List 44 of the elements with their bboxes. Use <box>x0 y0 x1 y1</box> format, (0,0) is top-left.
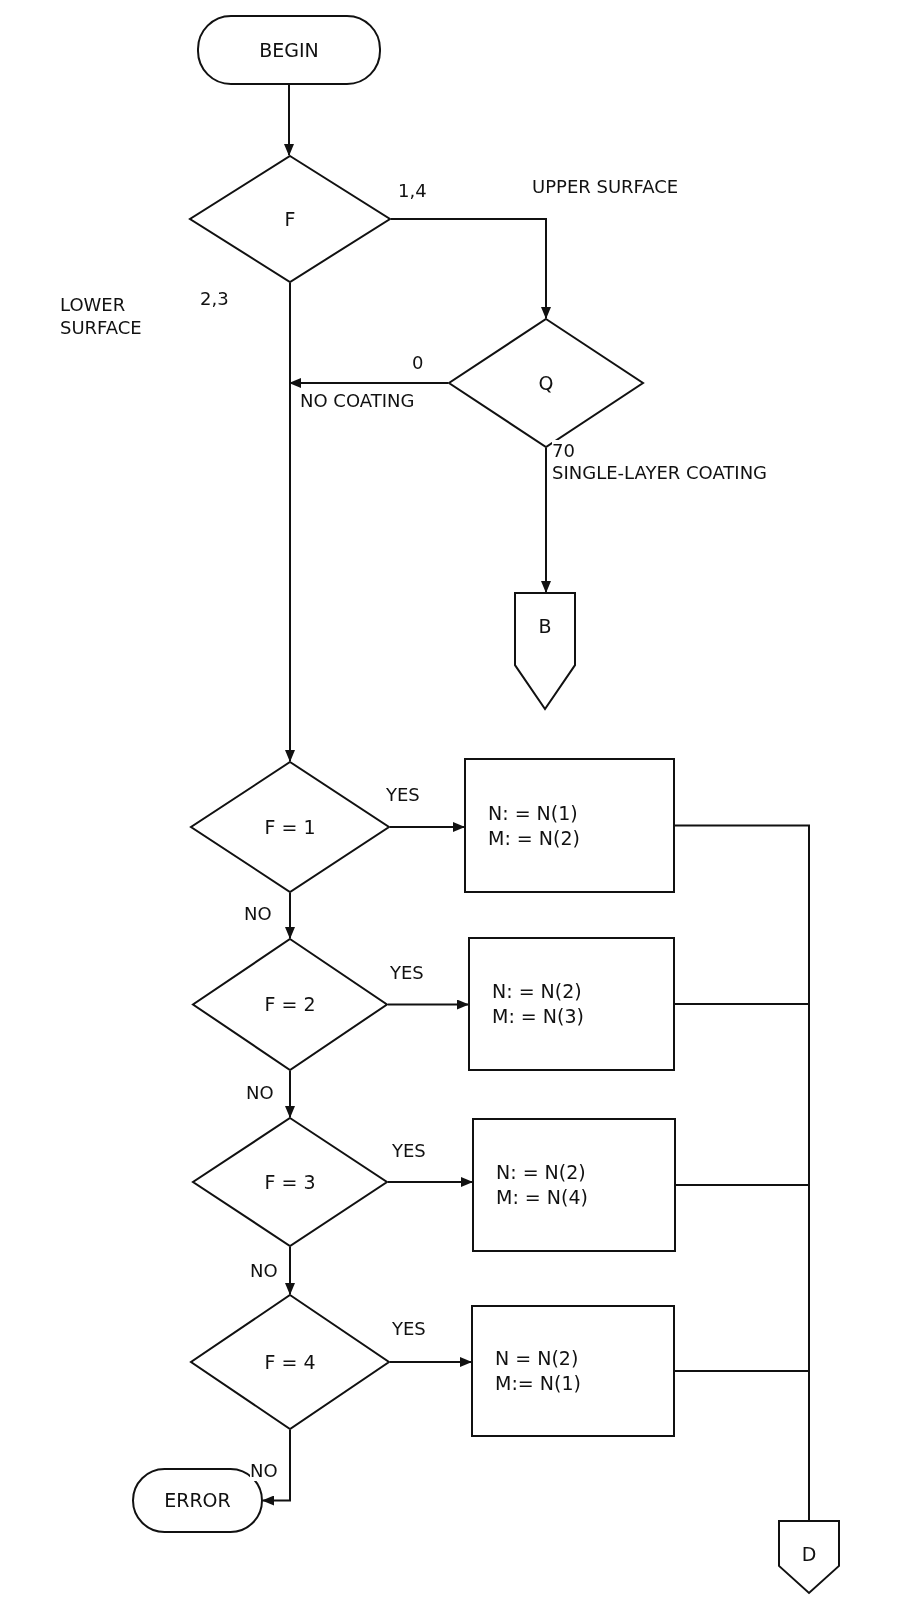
arrow <box>284 84 294 156</box>
node-label: F = 2 <box>264 992 316 1017</box>
decision-diamond <box>189 155 391 283</box>
annotation-text: UPPER SURFACE <box>532 176 679 199</box>
arrow <box>285 1070 295 1118</box>
arrow <box>389 822 465 832</box>
decision-diamond <box>192 1117 388 1247</box>
node-label: F = 1 <box>264 814 316 840</box>
arrow <box>285 892 295 939</box>
assignment-text: N = N(2) <box>495 1346 579 1371</box>
arrow <box>389 1357 472 1367</box>
decision-diamond <box>192 938 388 1071</box>
assignment-text: N: = N(1) <box>488 800 578 826</box>
node-label: Q <box>538 370 554 396</box>
node-label: F = 3 <box>264 1169 316 1195</box>
arrow <box>262 1429 291 1506</box>
assignment-text: N: = N(2) <box>492 979 582 1004</box>
process-box <box>464 758 675 893</box>
arrow <box>285 1246 295 1295</box>
annotation-text: SINGLE-LAYER COATING <box>552 462 768 485</box>
annotation-text: LOWER SURFACE <box>60 294 143 339</box>
node-label: ERROR <box>164 1488 231 1513</box>
process-box <box>471 1305 675 1437</box>
annotation-text: NO COATING <box>300 390 416 413</box>
assignment-text: M: = N(3) <box>492 1004 584 1029</box>
node-label: BEGIN <box>259 37 319 63</box>
node-label: D <box>801 1542 817 1567</box>
process-box <box>468 937 675 1071</box>
process-box <box>472 1118 676 1252</box>
assignment-text: M: = N(2) <box>488 825 580 851</box>
off-page-connector <box>778 1520 840 1594</box>
assignment-text: M:= N(1) <box>495 1371 581 1396</box>
arrow <box>387 1177 473 1187</box>
arrow <box>387 999 469 1010</box>
assignment-text: N: = N(2) <box>496 1160 586 1185</box>
node-label: F = 4 <box>264 1349 316 1375</box>
arrow <box>390 218 551 319</box>
node-label: F <box>284 206 296 232</box>
assignment-text: M: = N(4) <box>496 1185 588 1210</box>
arrow <box>541 447 551 593</box>
connector-line <box>674 1370 810 1521</box>
node-label: B <box>538 614 552 639</box>
off-page-connector <box>514 592 576 710</box>
decision-diamond <box>190 1294 390 1430</box>
